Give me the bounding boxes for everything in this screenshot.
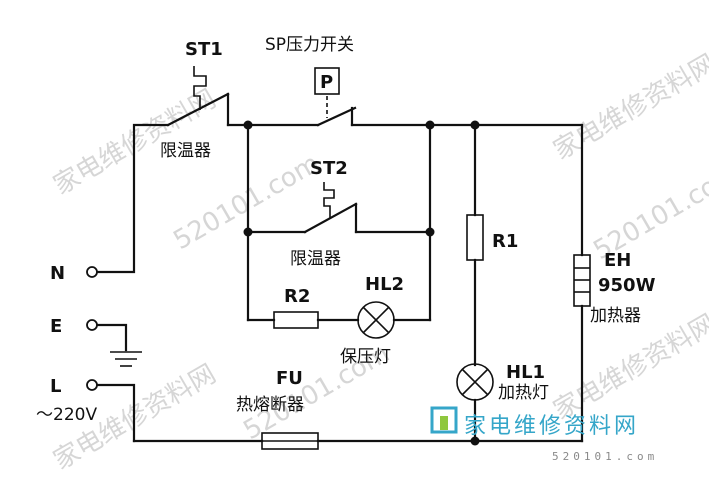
label-e: E [50,316,62,337]
fu-desc: 热熔断器 [236,395,304,415]
watermark-url-1: 520101.com [169,149,325,257]
junction-4 [243,227,253,237]
eh-power: 950W [598,275,656,296]
r2-resistor: R2 [273,286,319,329]
st2-desc: 限温器 [290,249,341,269]
hl2-desc: 保压灯 [340,347,391,367]
junctions [243,120,480,446]
logo-mark-fill [440,416,448,430]
hl1-name: HL1 [506,362,545,383]
eh-desc: 加热器 [590,306,641,326]
wire-ground [94,323,128,352]
st2-switch: ST2 限温器 [290,158,358,269]
st2-name: ST2 [310,158,348,179]
fu-fuse: FU 热熔断器 [236,368,319,450]
logo-text: 家电维修资料网 [464,414,639,439]
junction-5 [425,227,435,237]
hl1-desc: 加热灯 [498,383,549,403]
label-l: L [50,376,61,397]
st1-bimetal [193,66,207,110]
wires [94,123,584,443]
sp-blade [316,106,357,127]
st1-switch: ST1 限温器 [160,39,230,161]
wire-l [94,383,136,443]
junction-1 [243,120,253,130]
st1-blade [166,92,230,127]
label-voltage: ～220V [36,405,97,425]
sp-box [314,67,340,95]
st2-bimetal [323,182,335,218]
terminal-l [86,379,98,391]
hl2-body [357,301,395,339]
junction-6 [470,436,480,446]
junction-3 [470,120,480,130]
wire-n-left [94,123,170,274]
hl1-lamp: HL1 加热灯 [456,362,549,403]
r1-resistor: R1 [466,214,518,261]
st1-name: ST1 [185,39,223,60]
r1-body [466,214,484,261]
fu-name: FU [276,368,303,389]
label-n: N [50,263,65,284]
hl2-lamp: HL2 保压灯 [340,274,404,367]
junction-2 [425,120,435,130]
sp-switch: P SP压力开关 [265,35,357,127]
hl2-name: HL2 [365,274,404,295]
r2-name: R2 [284,286,310,307]
watermark-text-4: 家电维修资料网 [549,309,709,426]
ground-symbol [110,351,142,367]
logo-mark-icon [430,406,458,434]
sp-name: SP压力开关 [265,35,354,55]
st1-desc: 限温器 [160,141,211,161]
logo-url: 520101.com [552,450,658,463]
terminal-n [86,266,98,278]
sp-symbol: P [320,72,333,93]
hl1-body [456,363,494,401]
terminals: N E L ～220V [36,263,98,425]
r1-name: R1 [492,231,518,252]
eh-heater: EH 950W 加热器 [573,250,656,326]
site-logo: 家电维修资料网 520101.com [430,406,658,463]
terminal-e [86,319,98,331]
watermark-text-2: 家电维修资料网 [549,49,709,166]
eh-name: EH [604,250,631,271]
r2-body [273,311,319,329]
